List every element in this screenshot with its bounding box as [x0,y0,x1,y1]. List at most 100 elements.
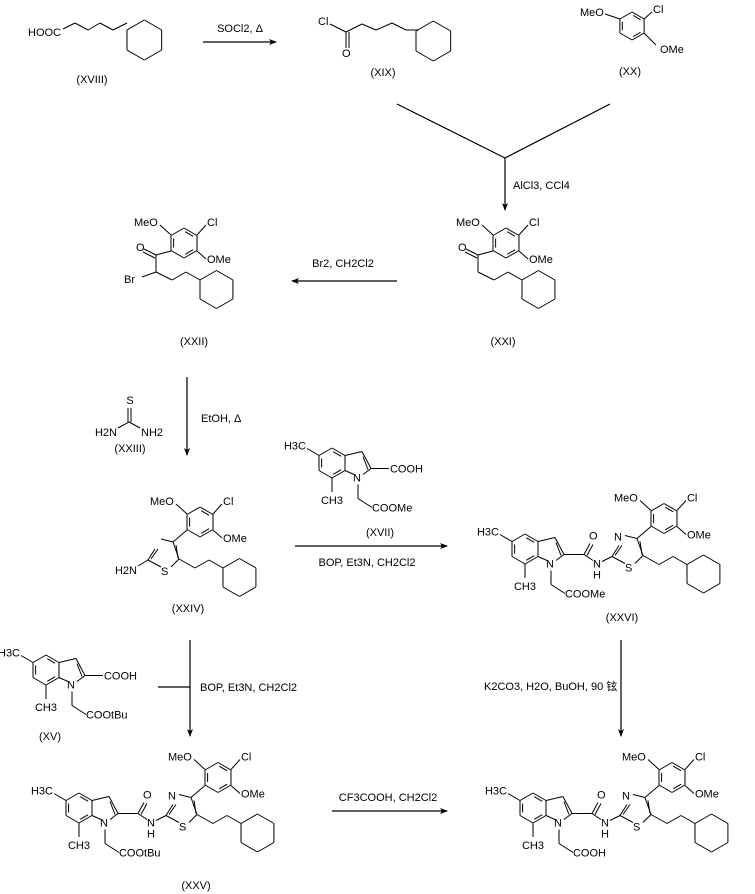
compound-label-xviii: (XVIII) [76,74,107,86]
benzene-ring-double-bond [200,528,210,534]
methoxy-group: MeO [134,217,158,229]
alkyl-chain [477,271,495,281]
benzene-ring [204,784,219,793]
bond [604,13,621,20]
bond [583,554,594,561]
bond [591,813,602,820]
benzene-ring [663,525,678,534]
carbonyl-oxygen: O [143,790,152,802]
carbonyl-bond [142,251,156,259]
thiazole-nitrogen: N [168,791,176,803]
indole-benzo-ring [532,792,547,801]
chlorine-atom: Cl [653,4,663,16]
bond [554,537,565,555]
ester-group: COOMe [565,589,605,601]
cyclohexane-ring [711,842,729,853]
benzene-ring [186,529,201,538]
benzene-ring [663,503,678,512]
compound-label-xxiv: (XXIV) [172,603,204,615]
indole-benzo-ring-double-bond [332,451,342,457]
alkyl-chain [74,22,89,31]
cyclohexane-ring [240,813,258,824]
carboxylic-acid-group: COOH [104,671,137,683]
benzene-ring [505,227,520,236]
benzene-ring-double-bond [632,31,641,37]
indole-benzo-ring-double-bond [79,814,89,820]
benzene-ring [671,784,686,793]
bond [611,545,620,557]
indole-benzo-ring [45,677,60,686]
alkyl-chain [112,22,128,31]
methyl-group: CH3 [68,840,90,852]
bond [601,556,613,562]
bond [159,224,172,236]
bond [108,796,119,814]
amide-hydrogen: H [601,829,609,841]
bond [634,555,644,564]
cyclohexane-ring [538,298,556,309]
double-bond [150,548,159,560]
bond [619,815,634,823]
bond [91,815,102,820]
bond [550,584,566,594]
bond [188,814,198,823]
bond [676,500,687,511]
bond [609,815,621,821]
alkyl-chain [375,22,393,31]
thiazole-nitrogen: N [614,532,622,544]
indole-nitrogen: N [554,818,562,830]
methyl-group: H3C [485,786,507,798]
bond [212,529,223,539]
indole-nitrogen: N [546,559,554,571]
chlorine-atom: Cl [529,217,539,229]
chlorine-atom: Cl [687,493,697,505]
benzene-ring-double-bond [218,783,228,790]
indole-nitrogen: N [100,818,108,830]
bond [518,224,529,236]
bond [193,759,206,770]
convergence-line-right [504,103,611,159]
alkyl-chain [171,271,187,281]
cyclohexane-ring [222,586,240,597]
convergence-line-left [396,103,506,159]
alkyl-chain [666,815,682,824]
bond [128,421,141,429]
benzene-ring [199,506,214,515]
bond [357,498,373,508]
benzene-ring [658,784,673,793]
indole-benzo-ring [524,533,539,542]
alkyl-chain [87,22,101,31]
bond [165,815,180,823]
cyclohexane-ring [199,298,217,309]
cyclohexane-ring [199,270,217,281]
double-bond [639,541,643,555]
bond [518,250,529,260]
bond [147,548,156,561]
indole-benzo-ring [32,677,47,686]
amide-nitrogen: N [593,559,601,571]
bond [190,785,206,798]
methyl-group: H3C [477,527,499,539]
compound-label-xxiii: (XXIII) [114,443,145,455]
chlorine-atom: Cl [695,752,705,764]
bond-layer [20,11,729,853]
benzene-ring-double-bond [506,249,516,255]
bond [555,554,565,561]
cyclohexane-ring [415,50,434,62]
indole-benzo-ring-double-bond [533,814,543,820]
indole-benzo-ring-double-bond [79,796,89,802]
indole-nitrogen: N [67,680,75,692]
cyclohexane-ring [694,842,712,853]
alkyl-chain [345,23,363,33]
hooc-group: HOOC [28,27,61,39]
cyclohexane-ring [239,586,257,597]
indole-benzo-ring-double-bond [46,658,56,664]
bond [178,794,192,798]
amide-hydrogen: H [593,570,601,582]
benzene-ring-double-bond [184,249,194,255]
compound-label-xxvi: (XXVI) [606,612,638,624]
cyclohexane-ring [257,842,275,853]
methyl-group: CH3 [35,702,57,714]
cyclohexane-ring [711,813,729,824]
